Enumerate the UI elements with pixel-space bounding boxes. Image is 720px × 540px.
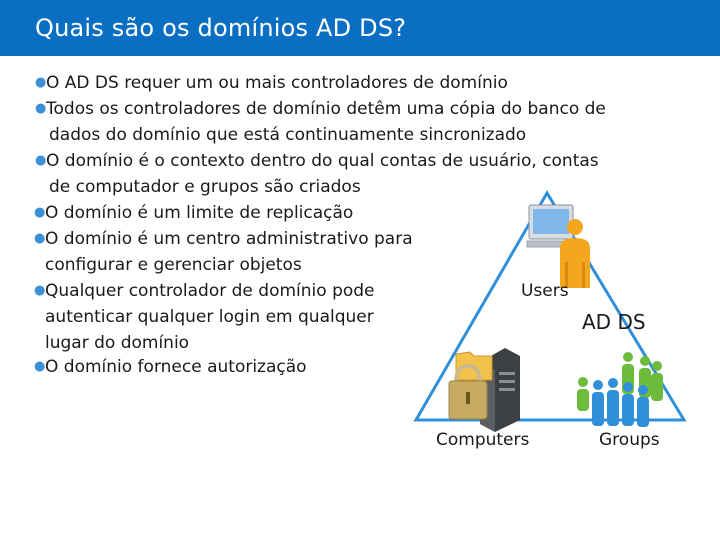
bullet-line: autenticar qualquer login em qualquer bbox=[45, 307, 374, 327]
bullet-line: Qualquer controlador de domínio pode bbox=[45, 281, 375, 301]
bullet-dot: ● bbox=[35, 75, 47, 90]
bullet-dot: ● bbox=[34, 283, 46, 298]
server-lock-icon bbox=[448, 348, 520, 432]
bullet-line: O AD DS requer um ou mais controladores … bbox=[46, 73, 508, 93]
bullet-dot: ● bbox=[34, 205, 46, 220]
ad-ds-label: AD DS bbox=[582, 310, 646, 334]
title-bar: Quais são os domínios AD DS? bbox=[0, 0, 720, 56]
bullet-line: O domínio é um limite de replicação bbox=[45, 203, 354, 223]
user-computer-icon bbox=[526, 204, 590, 288]
bullet-line: Todos os controladores de domínio detêm … bbox=[46, 99, 606, 119]
bullet-line: lugar do domínio bbox=[45, 333, 190, 353]
bullet-item: ● O domínio é o contexto dentro do qual … bbox=[35, 148, 599, 200]
bullet-dot: ● bbox=[35, 101, 47, 116]
domain-triangle bbox=[413, 190, 687, 422]
bullet-dot: ● bbox=[34, 359, 46, 374]
bullet-item: ● O domínio fornece autorização bbox=[34, 354, 307, 380]
bullet-line: configurar e gerenciar objetos bbox=[45, 255, 302, 275]
bullet-dot: ● bbox=[35, 153, 47, 168]
bullet-item: ● Todos os controladores de domínio detê… bbox=[35, 96, 606, 148]
bullet-item: ● O domínio é um centro administrativo p… bbox=[34, 226, 413, 278]
bullet-line: O domínio é o contexto dentro do qual co… bbox=[46, 151, 599, 171]
user-group-icon bbox=[577, 352, 663, 427]
bullet-item: ● O domínio é um limite de replicação bbox=[34, 200, 354, 226]
slide-title: Quais são os domínios AD DS? bbox=[35, 14, 407, 42]
bullet-line: O domínio é um centro administrativo par… bbox=[45, 229, 413, 249]
bullet-item: ● O AD DS requer um ou mais controladore… bbox=[35, 70, 508, 96]
bullet-item: ● Qualquer controlador de domínio pode a… bbox=[34, 278, 375, 356]
users-label: Users bbox=[521, 281, 569, 301]
bullet-dot: ● bbox=[34, 231, 46, 246]
bullet-line: de computador e grupos são criados bbox=[49, 177, 361, 197]
computers-label: Computers bbox=[436, 430, 530, 450]
bullet-line: dados do domínio que está continuamente … bbox=[49, 125, 527, 145]
bullet-line: O domínio fornece autorização bbox=[45, 357, 307, 377]
groups-label: Groups bbox=[599, 430, 660, 450]
